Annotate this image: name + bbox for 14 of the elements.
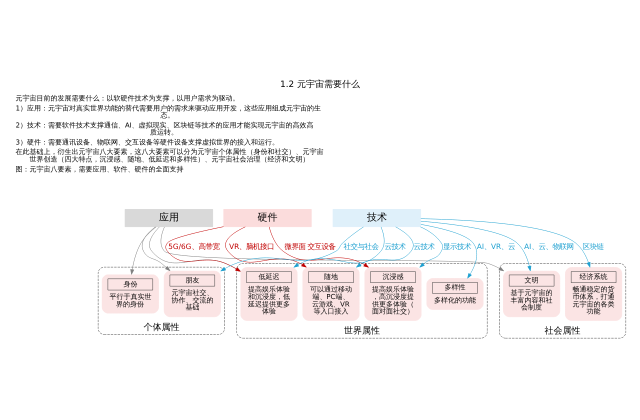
arrow bbox=[420, 220, 532, 272]
arrow bbox=[420, 218, 590, 268]
node-box: 应用 bbox=[124, 209, 214, 228]
diagram-title: 1.2 元宇宙需要什么 bbox=[280, 80, 360, 90]
arrow bbox=[294, 226, 384, 268]
arrow bbox=[225, 226, 307, 268]
arrow bbox=[268, 226, 369, 268]
arrow bbox=[130, 226, 156, 275]
arrow bbox=[420, 224, 478, 279]
node-box: 硬件 bbox=[223, 209, 312, 228]
node-box: 技术 bbox=[332, 209, 422, 228]
arrow bbox=[419, 226, 443, 268]
arrow bbox=[356, 226, 414, 268]
arrow bbox=[142, 226, 170, 272]
